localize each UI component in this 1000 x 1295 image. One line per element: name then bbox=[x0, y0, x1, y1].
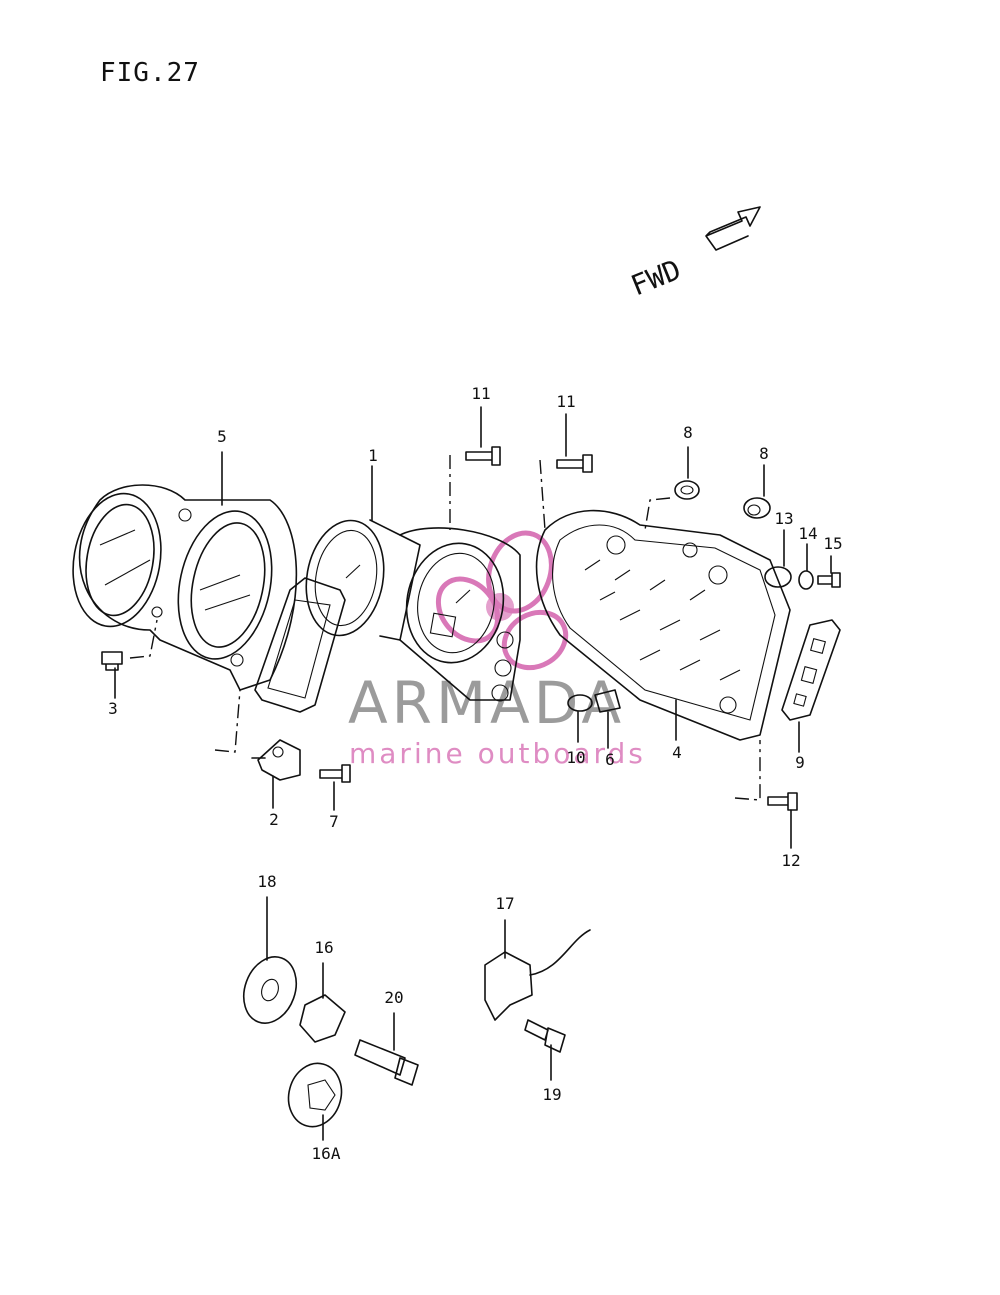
callout-4: 4 bbox=[672, 743, 682, 762]
screw-15 bbox=[817, 572, 841, 588]
callout-13: 13 bbox=[774, 509, 793, 528]
forward-arrow-icon bbox=[705, 206, 761, 251]
callout-20: 20 bbox=[384, 988, 403, 1007]
callout-18: 18 bbox=[257, 872, 276, 891]
callout-9: 9 bbox=[795, 753, 805, 772]
lower-case-4 bbox=[535, 509, 791, 741]
callout-2: 2 bbox=[269, 810, 279, 829]
callout-3: 3 bbox=[108, 699, 118, 718]
washer-18 bbox=[242, 956, 298, 1024]
fwd-label: FWD bbox=[626, 253, 685, 303]
cushion-13 bbox=[764, 566, 792, 588]
leader-lines bbox=[114, 406, 832, 1141]
callout-11b: 11 bbox=[556, 392, 575, 411]
watermark-tagline: marine outboards bbox=[349, 737, 646, 770]
callout-8a: 8 bbox=[683, 423, 693, 442]
meter-case-5 bbox=[72, 484, 298, 691]
gear-16a bbox=[287, 1062, 343, 1128]
bulb-socket-2 bbox=[251, 739, 301, 781]
callout-7: 7 bbox=[329, 812, 339, 831]
callout-8b: 8 bbox=[759, 444, 769, 463]
gear-16 bbox=[299, 994, 346, 1043]
sensor-17 bbox=[484, 929, 591, 1021]
socket-6 bbox=[594, 689, 621, 713]
bolt-20 bbox=[354, 1039, 419, 1086]
propeller-logo-icon bbox=[435, 530, 569, 671]
callout-5: 5 bbox=[217, 427, 227, 446]
screw-11a bbox=[465, 446, 501, 466]
callout-14: 14 bbox=[798, 524, 817, 543]
watermark-brand: ARMADA bbox=[348, 669, 625, 737]
callout-10: 10 bbox=[566, 748, 585, 767]
callout-16a: 16A bbox=[312, 1144, 341, 1163]
callout-11a: 11 bbox=[471, 384, 490, 403]
indicator-lens bbox=[254, 577, 346, 713]
callout-12: 12 bbox=[781, 851, 800, 870]
callout-16: 16 bbox=[314, 938, 333, 957]
callout-17: 17 bbox=[495, 894, 514, 913]
screw-7 bbox=[319, 764, 351, 783]
screw-19 bbox=[524, 1019, 566, 1053]
meter-assembly-1 bbox=[305, 519, 521, 702]
callout-1: 1 bbox=[368, 446, 378, 465]
bulb-10 bbox=[567, 694, 593, 712]
callout-labels: 1 2 3 4 5 6 7 8 8 9 10 11 11 12 13 14 15… bbox=[108, 384, 842, 1163]
screw-3 bbox=[101, 651, 123, 671]
callout-15: 15 bbox=[823, 534, 842, 553]
callout-19: 19 bbox=[542, 1085, 561, 1104]
armada-watermark: ARMADA marine outboards bbox=[348, 530, 646, 770]
washer-14 bbox=[798, 570, 814, 590]
forward-indicator: FWD bbox=[626, 206, 761, 303]
grommet-8a bbox=[674, 480, 700, 500]
screw-11b bbox=[556, 454, 593, 473]
grommet-8b bbox=[743, 497, 771, 519]
screw-12 bbox=[767, 792, 798, 811]
callout-6: 6 bbox=[605, 750, 615, 769]
bracket-plate-9 bbox=[781, 619, 841, 721]
figure-title: FIG.27 bbox=[100, 58, 200, 88]
